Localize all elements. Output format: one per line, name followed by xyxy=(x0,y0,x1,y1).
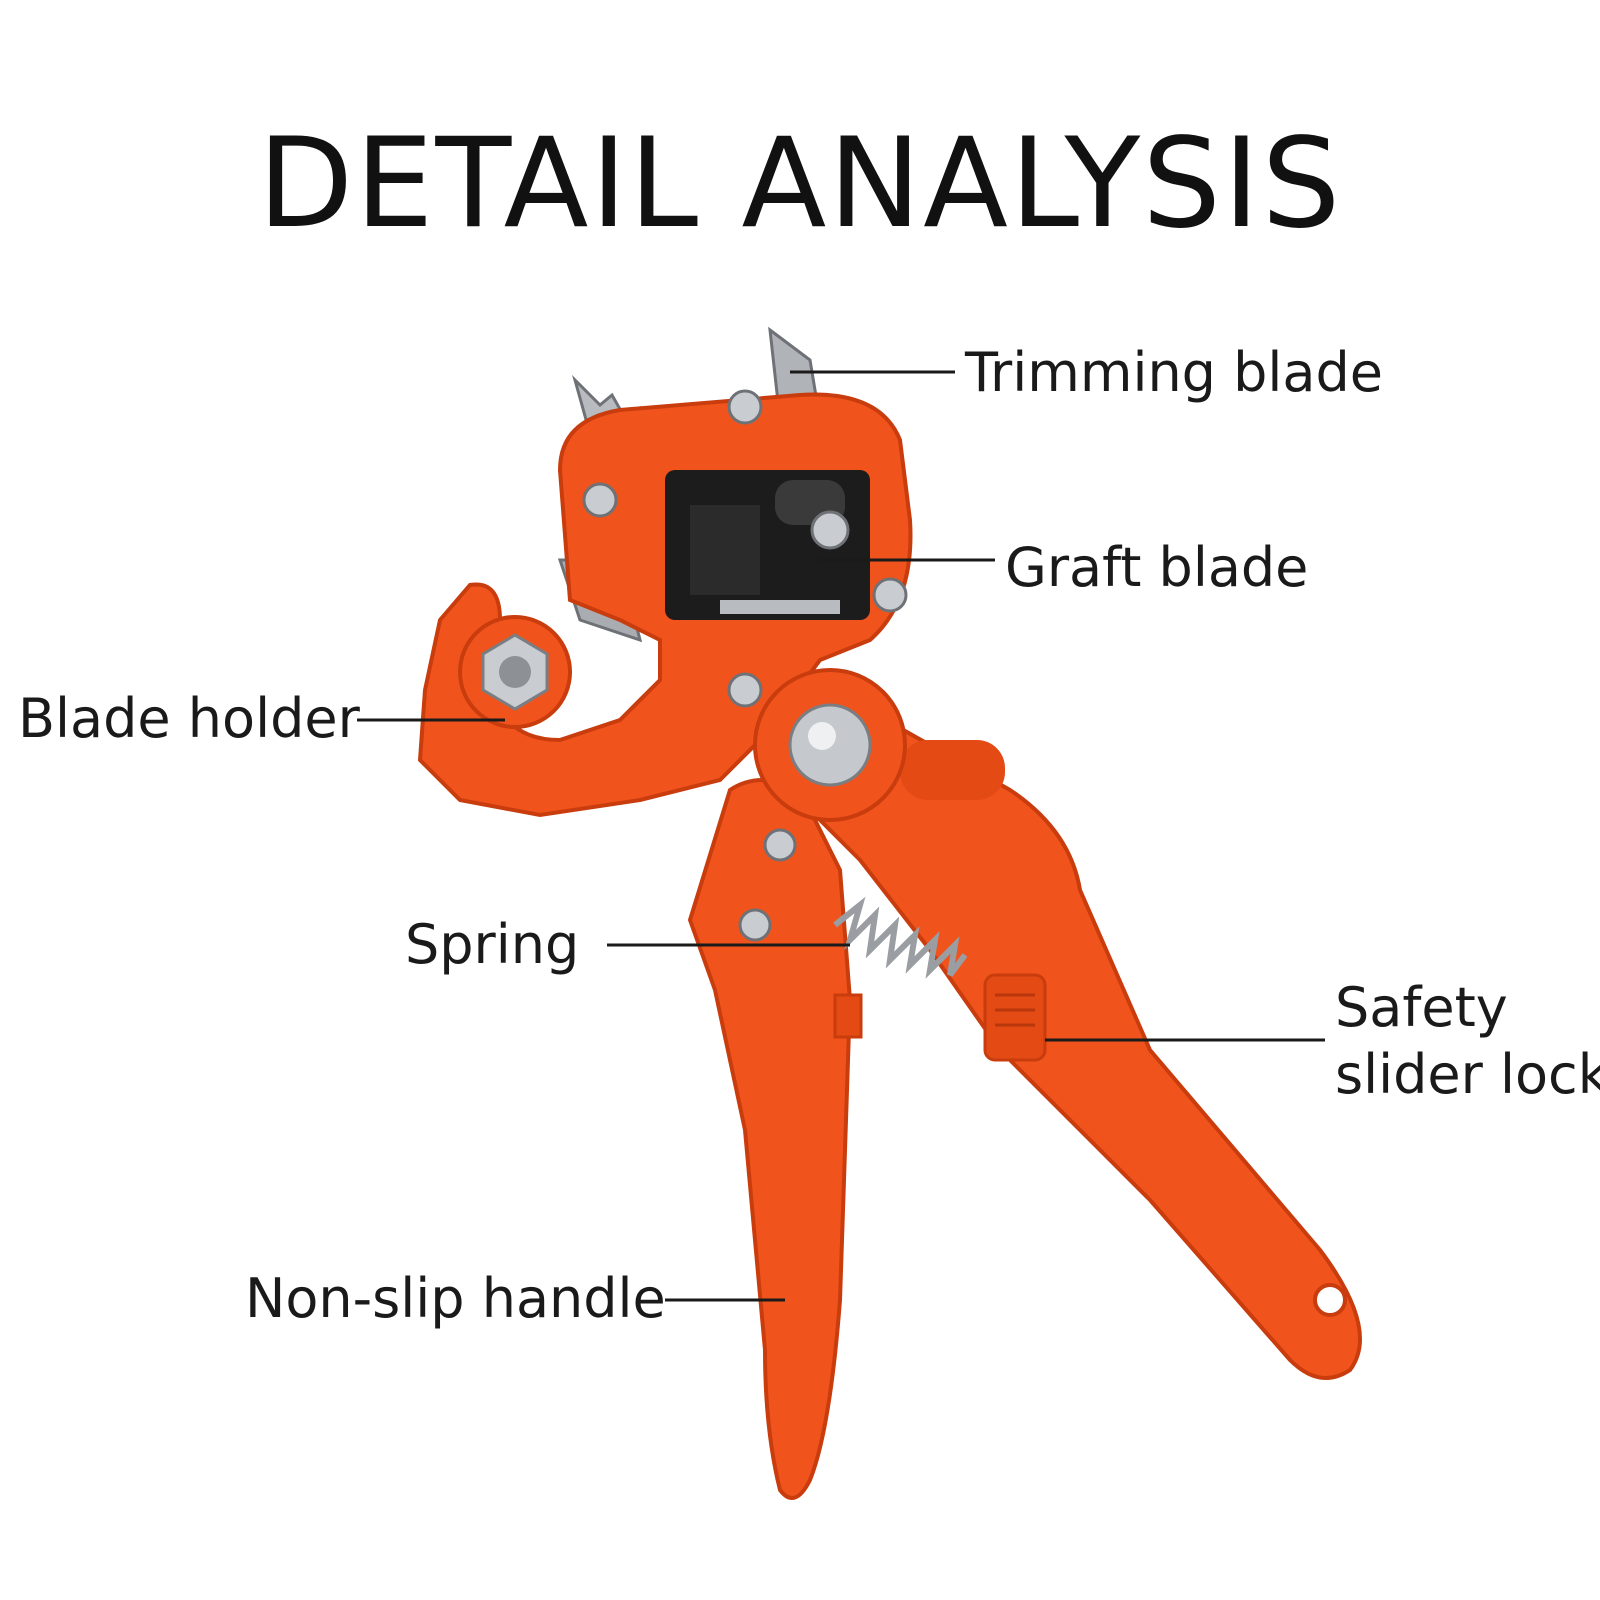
graft-blade xyxy=(720,600,840,614)
callout-blade-holder: Blade holder xyxy=(18,687,360,750)
page-title: DETAIL ANALYSIS xyxy=(257,112,1343,256)
callout-safety-slider-lock-line1: Safety xyxy=(1335,976,1508,1039)
callout-leader-lines xyxy=(357,370,1325,1302)
callout-graft-blade: Graft blade xyxy=(1005,536,1309,599)
callout-safety-slider-lock-line2: slider lock xyxy=(1335,1043,1600,1106)
tool-head xyxy=(417,392,913,818)
pivot-bolt xyxy=(753,668,907,822)
blade-holder-knob xyxy=(458,615,572,729)
spring xyxy=(833,896,968,979)
left-handle xyxy=(687,778,863,1500)
safety-slider xyxy=(983,973,1047,1062)
screws xyxy=(582,389,908,942)
callout-trimming-blade: Trimming blade xyxy=(965,341,1383,404)
callout-spring: Spring xyxy=(405,913,580,976)
callout-non-slip-handle: Non-slip handle xyxy=(245,1267,666,1330)
